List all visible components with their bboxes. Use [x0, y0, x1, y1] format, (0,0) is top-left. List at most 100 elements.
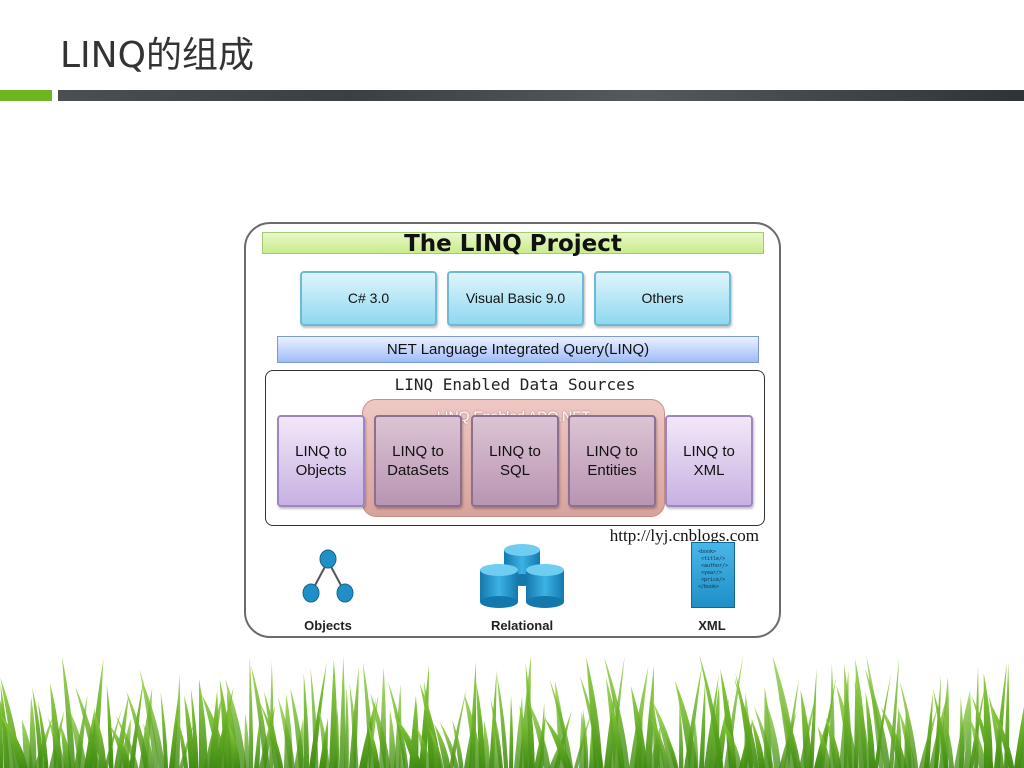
grass-blade [0, 699, 16, 768]
grass-blade [61, 656, 76, 768]
grass-blade [932, 688, 949, 768]
grass-blade [334, 707, 339, 768]
grass-blade [969, 717, 987, 768]
grass-blade [202, 694, 228, 768]
slide-title: LINQ的组成 [60, 35, 254, 76]
grass-blade [464, 693, 482, 768]
grass-blade [608, 698, 625, 768]
grass-blade [115, 715, 139, 768]
data-store-objects-label: Objects [304, 618, 352, 633]
grass-blade [169, 694, 179, 768]
grass-blade [483, 719, 491, 768]
grass-blade [722, 720, 742, 768]
data-store-relational-label: Relational [490, 618, 554, 633]
grass-blade [989, 701, 1015, 768]
grass-blade [142, 681, 166, 768]
grass-blade [434, 723, 451, 768]
title-divider-bar [58, 90, 1024, 101]
grass-blade [527, 699, 551, 768]
grass-blade [106, 684, 114, 768]
grass-blade [110, 726, 132, 768]
grass-blade [449, 688, 467, 768]
grass-blade [525, 662, 535, 768]
grass-blade [394, 715, 423, 768]
grass-blade [290, 687, 305, 768]
language-others: Others [594, 271, 731, 326]
grass-blade [1, 714, 28, 768]
grass-blade [854, 675, 859, 768]
grass-blade [630, 685, 648, 768]
data-sources-panel: LINQ Enabled Data Sources LINQ Enabled A… [265, 370, 765, 526]
grass-blade [416, 726, 432, 768]
grass-blade [251, 665, 270, 768]
grass-blade [889, 656, 900, 768]
grass-blade [836, 685, 858, 768]
grass-blade [68, 708, 87, 768]
grass-blade [509, 694, 514, 768]
data-store-xml-label: XML [698, 618, 726, 633]
grass-decoration [0, 654, 1024, 768]
grass-blade [734, 677, 760, 768]
grass-blade [644, 665, 654, 768]
provider-label: LINQ to DataSets [387, 443, 449, 479]
provider-linq-to-datasets: LINQ to DataSets [374, 415, 462, 507]
grass-blade [988, 693, 1005, 768]
grass-blade [476, 681, 486, 768]
grass-blade [368, 724, 380, 768]
linq-layer-bar: NET Language Integrated Query(LINQ) [277, 336, 759, 363]
grass-blade [244, 712, 250, 768]
grass-blade [825, 717, 842, 768]
grass-blade [490, 698, 504, 768]
grass-blade [38, 701, 49, 768]
grass-blade [943, 711, 954, 768]
grass-blade [439, 721, 459, 768]
grass-blade [854, 681, 871, 768]
grass-blade [225, 678, 247, 768]
grass-blade [549, 678, 574, 768]
object-graph-icon [302, 549, 354, 603]
source-url: http://lyj.cnblogs.com [609, 526, 759, 545]
grass-blade [47, 717, 66, 768]
linq-project-diagram: The LINQ Project C# 3.0 Visual Basic 9.0… [244, 222, 781, 638]
grass-blade [370, 693, 391, 768]
provider-label: LINQ to Entities [586, 443, 638, 479]
grass-blade [704, 674, 719, 768]
grass-blade [260, 703, 284, 768]
provider-linq-to-sql: LINQ to SQL [471, 415, 559, 507]
grass-blade [249, 656, 254, 768]
grass-blade [579, 675, 604, 768]
xml-line: <title/> [701, 556, 726, 562]
grass-blade [699, 654, 724, 768]
grass-blade [817, 726, 831, 768]
grass-blade [160, 692, 169, 768]
data-sources-title: LINQ Enabled Data Sources [394, 375, 636, 394]
grass-blade [753, 706, 774, 768]
title-accent-bar [0, 90, 52, 101]
grass-blade [693, 709, 699, 768]
grass-blade [387, 681, 409, 768]
provider-label: LINQ to XML [683, 443, 735, 479]
grass-blade [924, 692, 934, 768]
database-icon [480, 544, 564, 608]
grass-blade [650, 716, 670, 768]
grass-blade [198, 678, 208, 768]
grass-blade [582, 708, 589, 768]
xml-line: <book> [698, 549, 717, 555]
grass-blade [496, 673, 509, 768]
grass-blade [865, 691, 876, 768]
xml-line: </book> [698, 584, 720, 590]
grass-blade [674, 680, 698, 768]
grass-blade [778, 696, 801, 768]
grass-blade [898, 710, 915, 768]
grass-blade [971, 695, 994, 768]
grass-blade [934, 674, 941, 768]
provider-linq-to-xml: LINQ to XML [665, 415, 753, 507]
grass-blade [751, 719, 766, 768]
grass-blade [864, 668, 891, 768]
grass-blade [254, 714, 261, 768]
grass-blade [126, 690, 150, 768]
language-csharp: C# 3.0 [300, 271, 437, 326]
xml-line: <price/> [701, 577, 726, 583]
project-title: The LINQ Project [262, 232, 764, 256]
xml-line: <year/> [701, 570, 723, 576]
